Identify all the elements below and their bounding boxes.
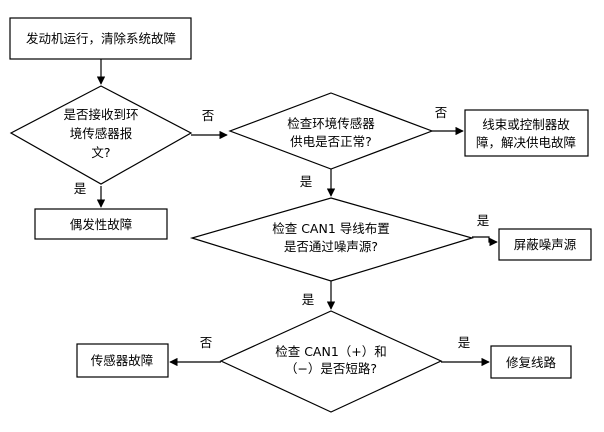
node-r2 bbox=[498, 228, 592, 261]
edge-label-d1-no: 否 bbox=[202, 108, 215, 123]
edge-label-d3-yes-down: 是 bbox=[302, 292, 315, 307]
node-r3-text: 传感器故障 bbox=[91, 353, 154, 368]
edge-d3-r2 bbox=[472, 236, 498, 247]
node-p1 bbox=[34, 208, 168, 240]
node-start-text: 发动机运行，清除系统故障 bbox=[26, 31, 176, 46]
edge-label-d4-yes: 是 bbox=[458, 335, 471, 350]
edge-label-d4-no: 否 bbox=[200, 335, 213, 350]
node-d1-line-2: 境传感器报 bbox=[70, 126, 133, 141]
connectors bbox=[96, 59, 498, 367]
node-r1 bbox=[464, 109, 589, 157]
node-r1-line-2: 障，解决供电故障 bbox=[476, 135, 576, 150]
node-start bbox=[9, 17, 192, 60]
node-p1-text: 偶发性故障 bbox=[70, 217, 133, 232]
node-d3-line-1: 检查 CAN1 导线布置 bbox=[272, 221, 390, 236]
node-r4 bbox=[490, 345, 572, 379]
node-d3 bbox=[189, 197, 475, 282]
node-d1-line-1: 是否接收到环 bbox=[63, 107, 138, 122]
node-r2-text: 屏蔽噪声源 bbox=[514, 237, 577, 252]
node-d1-line-3: 文? bbox=[91, 145, 110, 160]
node-d3-line-2: 是否通过噪声源? bbox=[284, 239, 378, 254]
edge-label-d3-yes-right: 是 bbox=[477, 213, 490, 228]
node-r4-text: 修复线路 bbox=[506, 355, 557, 370]
node-d4-line-1: 检查 CAN1（+）和 bbox=[275, 344, 387, 359]
node-d2 bbox=[228, 92, 434, 170]
node-d4-line-2: （−）是否短路? bbox=[285, 361, 377, 376]
edge-label-d2-no: 否 bbox=[435, 105, 448, 120]
node-d4 bbox=[219, 310, 443, 413]
node-r1-line-1: 线束或控制器故 bbox=[482, 117, 570, 132]
node-d1 bbox=[9, 85, 193, 185]
node-r3 bbox=[76, 343, 169, 378]
node-d2-line-2: 供电是否正常? bbox=[290, 134, 372, 149]
edge-label-d2-yes: 是 bbox=[300, 174, 313, 189]
node-d2-line-1: 检查环境传感器 bbox=[287, 116, 375, 131]
edge-label-d1-yes: 是 bbox=[74, 181, 87, 196]
